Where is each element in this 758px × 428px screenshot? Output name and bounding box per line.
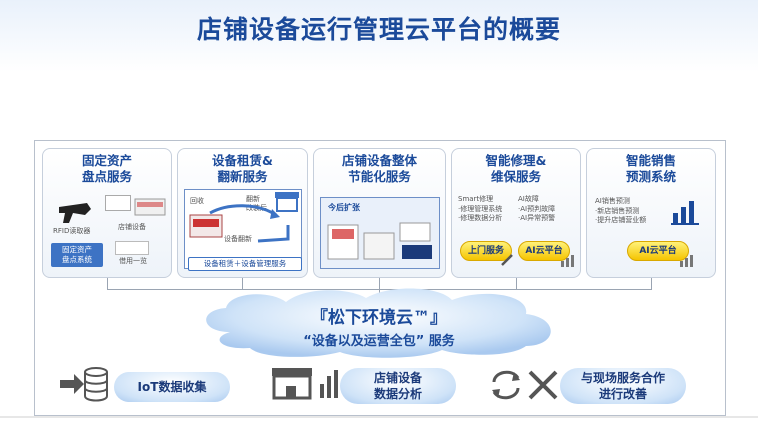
card-title: 设备租赁& 翻新服务 <box>212 153 273 184</box>
store-icon <box>275 192 299 212</box>
sync-tools-icon <box>492 370 558 400</box>
connector <box>651 278 652 290</box>
ai-cloud-button[interactable]: AI云平台 <box>518 241 570 261</box>
onsite-service-button[interactable]: 上门服务 <box>460 241 512 261</box>
cloud-name: 『松下环境云™』 <box>311 308 447 328</box>
smart-repair-label: Smart修理 <box>458 195 494 203</box>
rfid-label: RFID读取器 <box>53 227 91 235</box>
recycle-label: 回收 <box>190 197 204 205</box>
showcase-icon <box>189 214 223 238</box>
card-rental-refurbish: 设备租赁& 翻新服务 回收 翻新 改装后 设备翻新 设备租赁＋设备管理服务 <box>177 148 308 278</box>
device-refresh-label: 设备翻新 <box>224 235 252 243</box>
list-screen <box>115 241 149 255</box>
card-sales-forecast: 智能销售 预测系统 AI销售预测 ·新店销售预测 ·提升店铺营业额 AI云平台 <box>586 148 716 278</box>
laptop-icon <box>105 195 131 211</box>
store-data-analysis: 店铺设备 数据分析 <box>340 368 456 404</box>
forecast-items: ·新店销售预测 ·提升店铺营业额 <box>595 207 647 224</box>
card-title: 固定资产 盘点服务 <box>81 153 132 184</box>
field-service-improvement: 与现场服务合作 进行改善 <box>560 368 686 404</box>
footer-divider <box>0 416 758 418</box>
store-equipment-icon <box>327 222 432 260</box>
bar-chart-icon <box>680 255 693 267</box>
card-energy-saving: 店铺设备整体 节能化服务 今后扩张 <box>313 148 446 278</box>
card-title: 智能销售 预测系统 <box>625 153 676 184</box>
connector <box>379 278 380 290</box>
ai-forecast-label: AI销售预测 <box>595 197 630 205</box>
bar-chart-icon <box>561 255 574 267</box>
connector <box>107 278 108 290</box>
future-expansion-label: 今后扩张 <box>328 203 360 212</box>
growth-chart-icon <box>671 201 699 225</box>
repair-items: ·修理管理系统 ·修理数据分析 <box>458 205 503 222</box>
slide-title: 店铺设备运行管理云平台的概要 <box>196 15 561 44</box>
iot-data-collection: IoT数据收集 <box>114 372 230 402</box>
cloud-tagline: “设备以及运营全包” 服务 <box>303 334 455 349</box>
rental-footer: 设备租赁＋设备管理服务 <box>188 257 302 271</box>
card-smart-repair: 智能修理& 维保服务 Smart修理 ·修理管理系统 ·修理数据分析 AI故障 … <box>451 148 581 278</box>
refresh-arrows-icon <box>209 204 290 243</box>
connector <box>516 278 517 290</box>
asset-system-tablet: 固定资产 盘点系统 <box>51 243 103 267</box>
card-asset-inventory: 固定资产 盘点服务 RFID读取器 店铺设备 固定资产 盘点系统 借用一览 <box>42 148 172 278</box>
store-chart-icon <box>272 368 338 400</box>
list-caption: 借用一览 <box>119 257 147 265</box>
card-title: 店铺设备整体 节能化服务 <box>341 153 417 184</box>
ai-items: ·AI预判故障 ·AI异常预警 <box>518 205 556 222</box>
wrench-icon <box>501 254 513 266</box>
ai-fault-label: AI故障 <box>518 195 539 203</box>
showcase-icon <box>134 198 166 216</box>
card-title: 智能修理& 维保服务 <box>485 153 547 184</box>
store-device-label: 店铺设备 <box>118 223 146 231</box>
cloud-shape <box>206 288 551 358</box>
title-band <box>0 0 758 72</box>
ai-cloud-button[interactable]: AI云平台 <box>627 241 689 261</box>
database-import-icon <box>60 367 108 402</box>
rfid-reader-icon <box>59 203 91 223</box>
connector <box>242 278 243 290</box>
